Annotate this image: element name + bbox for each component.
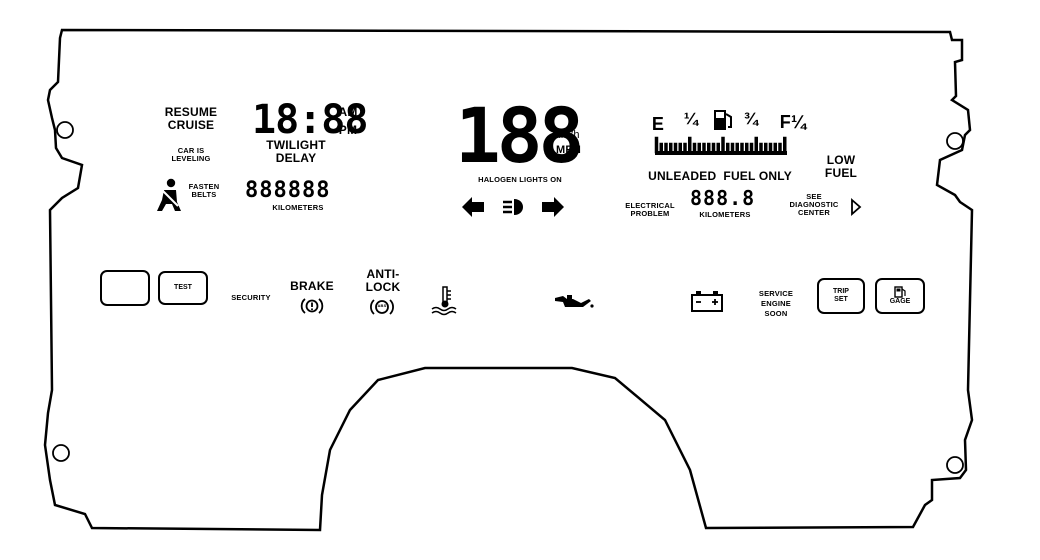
mount-hole-bottom-right bbox=[946, 456, 964, 474]
fuel-gauge-bar bbox=[735, 142, 739, 154]
see-diagnostic-center-label: SEE DIAGNOSTIC CENTER bbox=[789, 192, 839, 217]
seatbelt-icon bbox=[157, 178, 181, 211]
odometer-display: 888888 bbox=[245, 178, 331, 203]
trip-kilometers-label: KILOMETERS bbox=[699, 210, 751, 219]
fuel-gauge-bar bbox=[740, 142, 744, 154]
fuel-gauge-bar bbox=[783, 136, 787, 154]
mount-hole-top-left bbox=[56, 121, 74, 139]
gage-button[interactable]: GAGE bbox=[875, 278, 925, 314]
fuel-empty-label: E bbox=[651, 114, 665, 134]
gage-label: GAGE bbox=[889, 298, 911, 306]
turn-left-arrow-icon bbox=[462, 197, 484, 217]
fuel-gauge-bar bbox=[726, 142, 730, 154]
fuel-gauge-bar bbox=[654, 136, 659, 154]
mph-label: MPH bbox=[556, 144, 582, 156]
fuel-gauge-bar bbox=[702, 142, 706, 154]
resume-cruise-label: RESUME CRUISE bbox=[164, 105, 218, 132]
halogen-lights-label: HALOGEN LIGHTS ON bbox=[478, 175, 562, 184]
fuel-gauge-bar bbox=[745, 142, 749, 154]
fuel-gauge-bar bbox=[669, 142, 673, 154]
low-fuel-label: LOW FUEL bbox=[824, 153, 858, 180]
fuel-gauge-bar bbox=[773, 142, 777, 154]
oil-pressure-icon bbox=[555, 295, 594, 308]
fuel-gauge-bar bbox=[721, 136, 725, 154]
fuel-gauge-bar bbox=[664, 142, 668, 154]
fuel-gauge-bar bbox=[778, 142, 782, 154]
kmh-label: km/h bbox=[555, 129, 580, 141]
fuel-gauge-bar bbox=[754, 136, 758, 154]
blank-button[interactable] bbox=[100, 270, 150, 306]
fuel-gauge-bars bbox=[654, 136, 787, 155]
clock-display: 18:88 bbox=[252, 97, 368, 143]
fuel-gauge-bar bbox=[688, 136, 692, 154]
turn-right-arrow-icon bbox=[542, 197, 564, 217]
fasten-belts-label: FASTEN BELTS bbox=[188, 182, 220, 199]
trip-set-button[interactable]: TRIP SET bbox=[817, 278, 865, 314]
trip-display: 888.8 bbox=[690, 186, 756, 210]
fuel-gauge-bar bbox=[692, 142, 697, 154]
abs-label: ABS bbox=[377, 303, 387, 308]
electrical-problem-label: ELECTRICAL PROBLEM bbox=[625, 201, 675, 218]
speed-display: 188 bbox=[455, 91, 584, 180]
gage-fuel-pump-icon bbox=[894, 286, 906, 298]
high-beam-icon bbox=[503, 199, 523, 215]
odometer-kilometers-label: KILOMETERS bbox=[272, 203, 324, 212]
fuel-gauge-bar bbox=[678, 142, 682, 154]
fuel-gauge-bar bbox=[711, 142, 716, 154]
fuel-gauge-bar bbox=[683, 142, 687, 154]
fuel-gauge-bar bbox=[764, 142, 768, 154]
test-button[interactable]: TEST bbox=[158, 271, 208, 305]
brake-warning-icon bbox=[300, 298, 324, 314]
fuel-gauge-bar bbox=[697, 142, 701, 154]
car-leveling-label: CAR IS LEVELING bbox=[171, 146, 211, 163]
fuel-full-label: F¼ bbox=[779, 112, 807, 132]
anti-lock-label: ANTI- LOCK bbox=[365, 267, 401, 294]
fuel-gauge-bar bbox=[749, 142, 754, 154]
coolant-temp-icon bbox=[431, 286, 457, 316]
abs-icon bbox=[370, 299, 394, 315]
fuel-gauge-baseline bbox=[655, 151, 787, 155]
fuel-gauge-bar bbox=[716, 142, 720, 154]
mount-hole-top-right bbox=[946, 132, 964, 150]
fuel-gauge-bar bbox=[759, 142, 763, 154]
fuel-quarter-label: ¼ bbox=[683, 109, 699, 128]
twilight-delay-label: TWILIGHT DELAY bbox=[266, 138, 326, 165]
fuel-gauge-bar bbox=[730, 142, 735, 154]
fuel-gauge-bar bbox=[768, 142, 773, 154]
security-label: SECURITY bbox=[231, 293, 271, 302]
diagnostic-arrow-icon bbox=[851, 198, 862, 216]
fuel-gauge-bar bbox=[707, 142, 711, 154]
fuel-three-quarter-label: ¾ bbox=[743, 109, 759, 128]
brake-label: BRAKE bbox=[290, 279, 334, 293]
fuel-gauge-bar bbox=[659, 142, 663, 154]
service-engine-soon-label: SERVICE ENGINE SOON bbox=[758, 289, 794, 319]
fuel-gauge-bar bbox=[673, 142, 678, 154]
mount-hole-bottom-left bbox=[52, 444, 70, 462]
fuel-pump-icon bbox=[714, 110, 732, 130]
am-label: AM bbox=[338, 105, 358, 119]
battery-icon bbox=[691, 291, 723, 312]
unleaded-fuel-label: UNLEADED FUEL ONLY bbox=[648, 169, 792, 183]
pm-label: PM bbox=[338, 123, 358, 137]
